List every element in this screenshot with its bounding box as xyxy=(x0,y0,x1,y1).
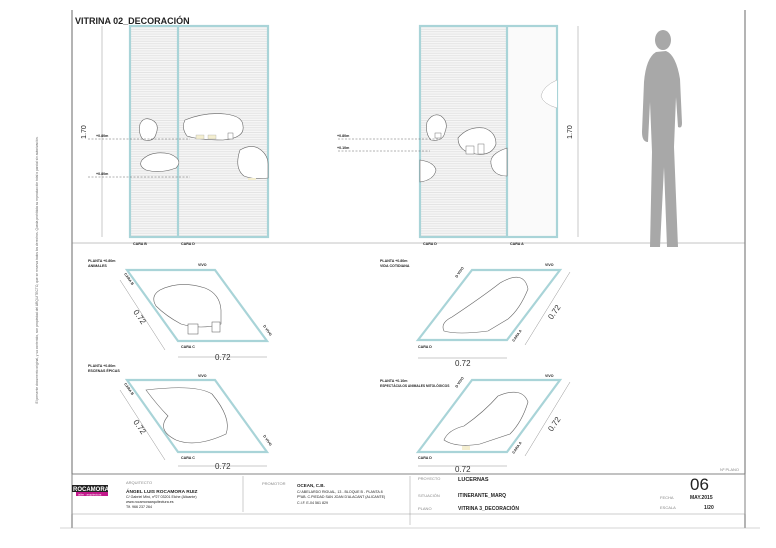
plan-title: PLANTA +0.80m xyxy=(88,259,115,263)
face-label: D VIVO xyxy=(455,376,465,388)
face-label: VIVO xyxy=(198,374,207,378)
level-label: +0.80m xyxy=(96,134,108,138)
height-dimension-left: 1.70 xyxy=(81,125,88,139)
face-label: CARA B xyxy=(133,242,147,246)
face-label: CARA A xyxy=(512,329,523,343)
face-label: D VIVO xyxy=(262,434,272,446)
face-label: D VIVO xyxy=(455,266,465,278)
face-label: CARA C xyxy=(181,456,195,460)
level-label: +0.10m xyxy=(337,146,349,150)
side-legal-note: El presente documento original, y su con… xyxy=(35,136,39,403)
face-label: D VIVO xyxy=(262,324,272,336)
field-label: ESCALA xyxy=(660,505,676,510)
promoter-address: PºAB. C.PIEDAD SAN JOAN D'ALACANT (ALICA… xyxy=(297,495,385,499)
field-label: ARQUITECTO xyxy=(126,480,152,485)
plan-escenas-epicas xyxy=(119,378,270,467)
plan-subtitle: ANIMALES xyxy=(88,264,107,268)
promoter-name: OCEAN, C.B. xyxy=(297,483,325,488)
elevation-left xyxy=(88,24,270,239)
scale: 1/20 xyxy=(704,505,714,511)
field-label: PROMOTOR xyxy=(262,481,286,486)
dimension-label: 0.72 xyxy=(131,418,148,436)
height-dimension-right: 1.70 xyxy=(567,125,574,139)
face-label: CARA D xyxy=(418,345,432,349)
level-label: +0.80m xyxy=(337,134,349,138)
elevation-right xyxy=(338,24,579,239)
logo-subtext: taller · arquitectura xyxy=(78,492,102,496)
face-label: CARA D xyxy=(423,242,437,246)
architect-name: ÁNGEL LUIS ROCAMORA RUIZ xyxy=(126,488,197,495)
plan-subtitle: ESPECTÁCULOS ANIMALES MITOLÓGICOS xyxy=(380,383,450,388)
dimension-label: 0.72 xyxy=(546,415,563,433)
dimension-label: 0.72 xyxy=(455,465,471,474)
plan-subtitle: ESCENAS ÉPICAS xyxy=(88,368,120,373)
face-label: CARA B xyxy=(123,272,134,286)
title-block xyxy=(71,473,746,525)
plan-animales xyxy=(119,268,270,358)
project-name: LUCERNAS xyxy=(458,477,489,483)
plan-name: VITRINA 3_DECORACIÓN xyxy=(458,504,519,512)
logo xyxy=(72,485,108,492)
field-label: SITUACIÓN xyxy=(418,493,440,498)
face-label: CARA B xyxy=(123,382,134,396)
sheet-number: 06 xyxy=(690,475,709,494)
date: MAY.2015 xyxy=(690,495,713,501)
face-label: CARA D xyxy=(418,456,432,460)
dimension-label: 0.72 xyxy=(131,308,148,326)
human-scale-figure xyxy=(642,30,682,247)
face-label: CARA A xyxy=(510,242,524,246)
field-label: Nº PLANO xyxy=(720,467,739,472)
face-label: VIVO xyxy=(198,263,207,267)
dimension-label: 0.72 xyxy=(215,462,231,471)
face-label: CARA D xyxy=(181,242,195,246)
dimension-label: 0.72 xyxy=(215,353,231,362)
plan-mitologicos xyxy=(415,378,571,467)
architect-web: www.rocamoraarquitectura.es xyxy=(126,500,174,504)
plan-subtitle: VIDA COTIDIANA xyxy=(380,264,410,268)
face-label: CARA A xyxy=(512,441,523,455)
field-label: FECHA xyxy=(660,495,674,500)
dimension-label: 0.72 xyxy=(546,303,563,321)
plan-title: PLANTA +0.80m xyxy=(88,364,115,368)
plan-vida-cotidiana xyxy=(415,268,571,359)
logo-text: ROCAMORA xyxy=(73,487,110,493)
face-label: CARA C xyxy=(181,345,195,349)
page-title: VITRINA 02_DECORACIÓN xyxy=(75,15,190,26)
face-label: VIVO xyxy=(545,374,554,378)
architect-phone: Tlf. 966 237 264 xyxy=(126,505,152,509)
plan-title: PLANTA +0.10m xyxy=(380,379,407,383)
location: ITINERANTE_MARQ xyxy=(458,493,506,499)
face-label: VIVO xyxy=(545,263,554,267)
field-label: PLANO xyxy=(418,506,432,511)
level-label: +0.80m xyxy=(96,172,108,176)
architect-address: C/ Gabriel Miró, nº27 03201 Elche (Alica… xyxy=(126,495,197,499)
promoter-cif: C.I.F. E-04 561 829 xyxy=(297,501,328,505)
promoter-address: C/ ABELARDO RIGUAL, 13 - BLOQUE B - PLAN… xyxy=(297,490,383,494)
dimension-label: 0.72 xyxy=(455,359,471,368)
plan-title: PLANTA +0.80m xyxy=(380,259,407,263)
field-label: PROYECTO xyxy=(418,476,440,481)
